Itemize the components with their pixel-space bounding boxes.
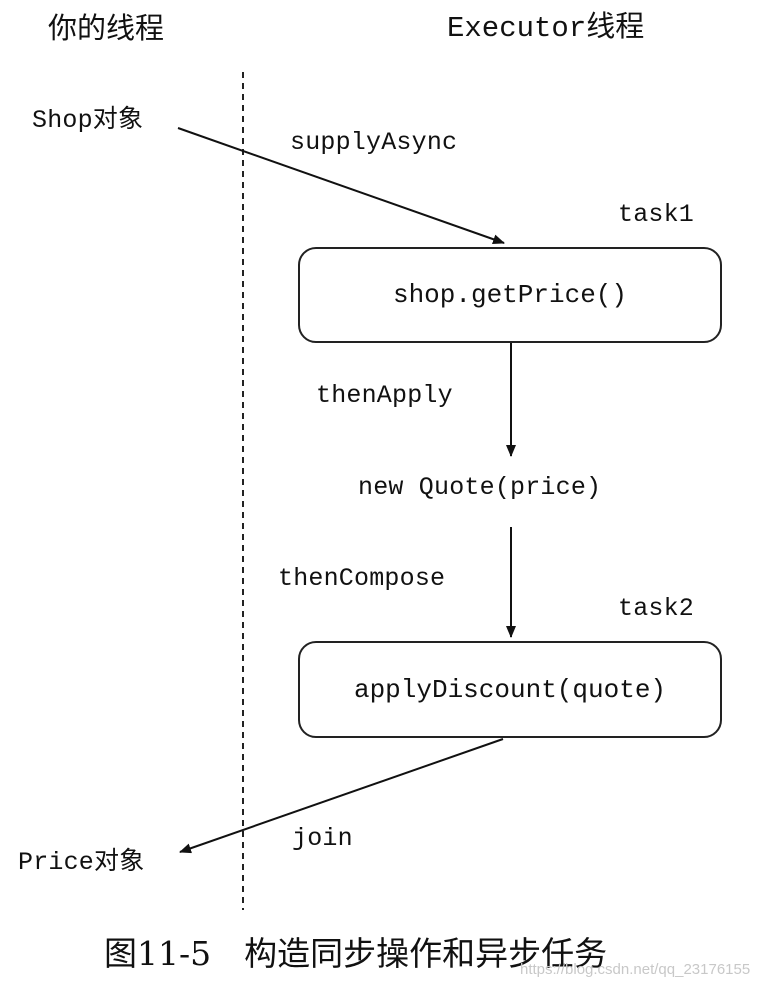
new-quote-label: new Quote(price) xyxy=(358,473,602,502)
task2-content: applyDiscount(quote) xyxy=(353,674,667,705)
task1-content: shop.getPrice() xyxy=(392,280,628,310)
task2-box: applyDiscount(quote) xyxy=(298,641,722,738)
shop-object-label: Shop对象 xyxy=(32,106,144,135)
join-label: join xyxy=(292,824,353,853)
then-compose-label: thenCompose xyxy=(278,564,446,593)
supply-async-arrow xyxy=(177,127,505,245)
watermark-text: https://blog.csdn.net/qq_23176155 xyxy=(520,961,751,978)
task1-label: task1 xyxy=(618,200,695,229)
your-thread-heading: 你的线程 xyxy=(48,11,165,45)
task2-label: task2 xyxy=(618,594,695,623)
join-arrow xyxy=(179,738,504,854)
supply-async-label: supplyAsync xyxy=(290,128,458,157)
price-object-label: Price对象 xyxy=(18,848,145,877)
executor-thread-heading: Executor线程 xyxy=(447,12,645,45)
then-apply-label: thenApply xyxy=(316,381,453,410)
task1-box: shop.getPrice() xyxy=(298,247,722,343)
figure-caption: 图11-5 构造同步操作和异步任务 xyxy=(104,934,608,973)
